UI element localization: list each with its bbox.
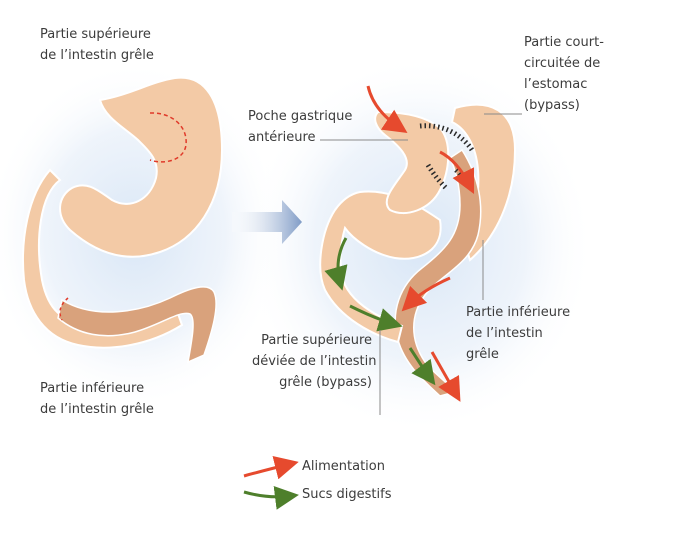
staple-line-side xyxy=(425,163,448,190)
bypass-stomach xyxy=(319,85,517,402)
label-pouch: Poche gastrique antérieure xyxy=(248,109,353,145)
normal-stomach-body xyxy=(59,76,224,258)
legend-juice-label: Sucs digestifs xyxy=(302,487,392,502)
transition-arrow xyxy=(232,200,302,244)
staple-line-top xyxy=(419,123,475,152)
legend-food-label: Alimentation xyxy=(302,459,385,474)
food-arrow-4 xyxy=(430,351,461,402)
gastric-pouch xyxy=(374,110,450,215)
normal-lower-intestine xyxy=(57,286,217,364)
juice-arrow-2 xyxy=(349,304,403,332)
legend-juice-arrow xyxy=(243,485,299,510)
legend-food-arrow xyxy=(243,455,299,480)
food-arrow-3 xyxy=(401,276,451,312)
label-lower-intestine-right: Partie inférieure de l’intestin grêle xyxy=(466,305,571,362)
label-left-top: Partie supérieure de l’intestin grêle xyxy=(40,27,154,63)
label-left-bottom: Partie inférieure de l’intestin grêle xyxy=(40,381,154,417)
label-upper-intestine-diverted: Partie supérieure déviée de l’intestin g… xyxy=(252,333,377,390)
normal-stomach xyxy=(22,76,224,364)
normal-duodenum xyxy=(22,168,184,349)
bypassed-stomach-remnant xyxy=(450,103,517,262)
food-arrow-1 xyxy=(366,85,408,133)
juice-arrow-3 xyxy=(408,347,436,386)
food-arrow-2 xyxy=(439,150,475,195)
cut-line-stomach xyxy=(149,112,187,163)
juice-arrow-1 xyxy=(324,237,348,291)
cut-line-intestine xyxy=(59,297,69,321)
label-bypassed-stomach: Partie court- circuitée de l’estomac (by… xyxy=(524,35,604,113)
